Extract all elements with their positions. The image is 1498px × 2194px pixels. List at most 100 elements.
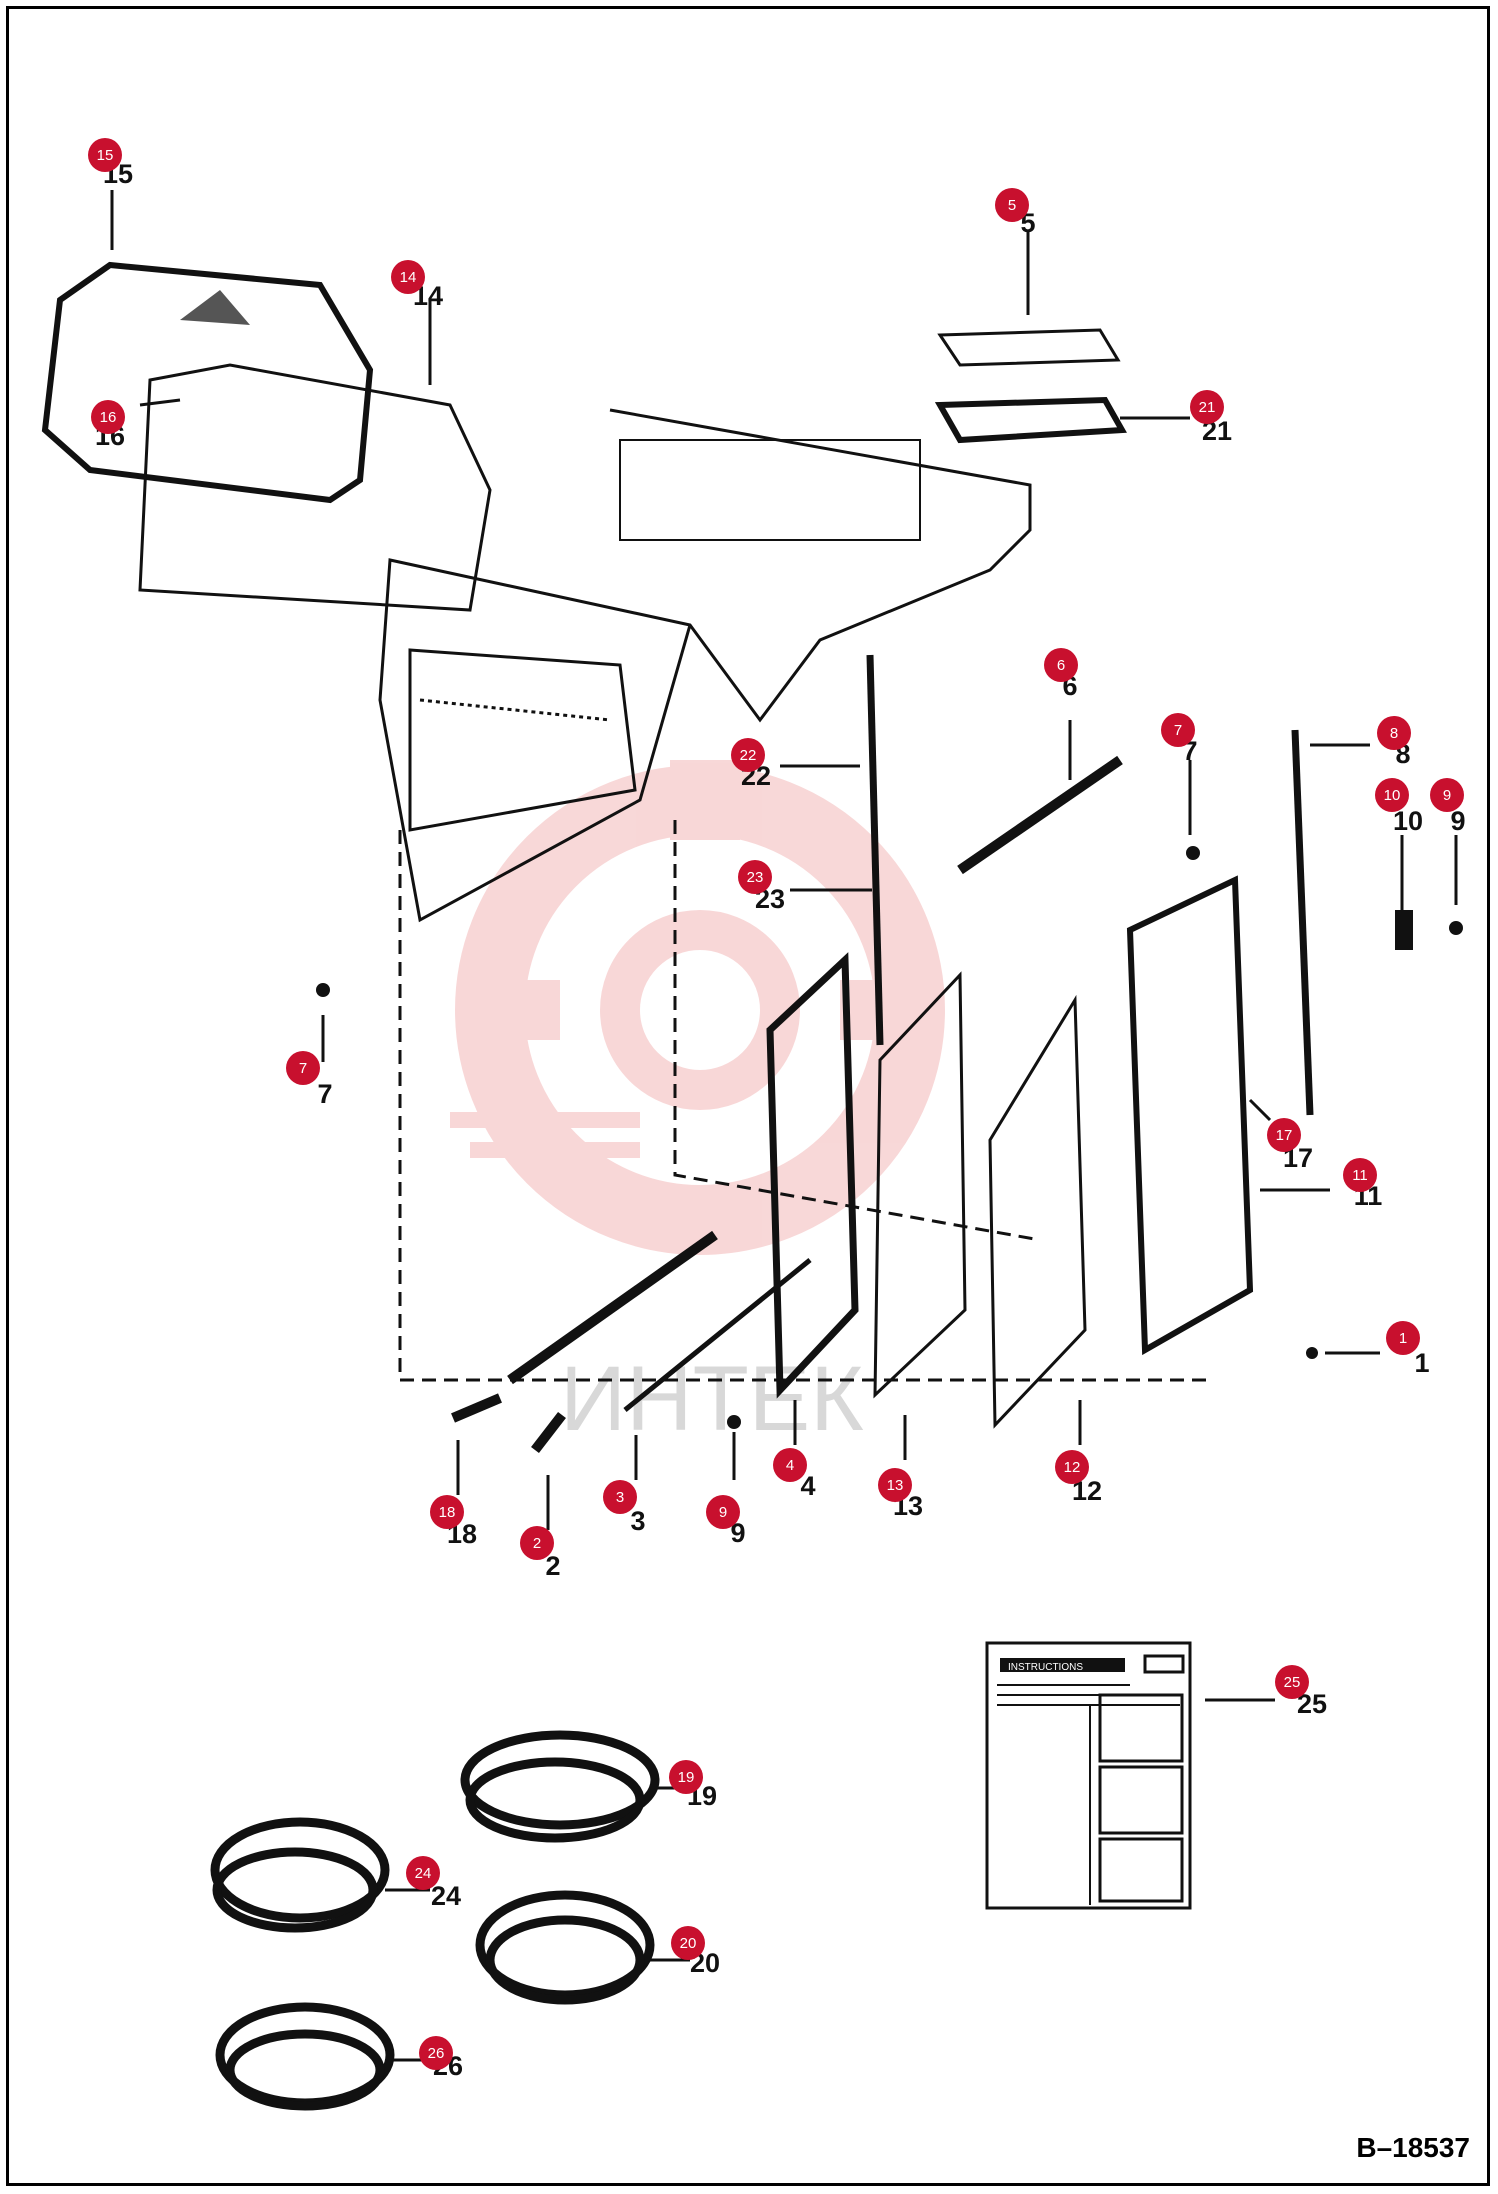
strip-8: [1291, 729, 1314, 1116]
callout-badge-circle[interactable]: [706, 1495, 740, 1529]
callout-badge-label: 9: [1443, 787, 1451, 804]
callout-badge-circle[interactable]: [430, 1495, 464, 1529]
hardware: [316, 846, 1463, 1429]
callout-badge-circle[interactable]: [419, 2036, 453, 2070]
callout-badge[interactable]: 26: [419, 2036, 453, 2070]
part-number-label: 10: [1393, 806, 1423, 836]
callout-badge-label: 25: [1284, 1674, 1301, 1691]
callout-badge-circle[interactable]: [738, 860, 772, 894]
callout-badge-label: 23: [747, 869, 764, 886]
part-number-label: 24: [431, 1881, 461, 1911]
bottom-strip: [507, 1230, 718, 1385]
callout-badge[interactable]: 12: [1055, 1450, 1089, 1484]
seal-leaders: [385, 1786, 690, 2062]
callout-badge[interactable]: 23: [738, 860, 772, 894]
callout-badge[interactable]: 14: [391, 260, 425, 294]
part-number-label: 4: [800, 1471, 815, 1501]
callout-badge[interactable]: 24: [406, 1856, 440, 1890]
seal-coils: [210, 1730, 660, 2111]
callout-badge-circle[interactable]: [995, 188, 1029, 222]
part-number-label: 1: [1414, 1348, 1429, 1378]
callout-badge-circle[interactable]: [1044, 648, 1078, 682]
part-number-label: 9: [730, 1518, 745, 1548]
rear-glass: [138, 363, 492, 612]
callout-badge[interactable]: 11: [1343, 1158, 1377, 1192]
callout-badge[interactable]: 3: [603, 1480, 637, 1514]
callout-badge-circle[interactable]: [1377, 716, 1411, 750]
callout-badge-label: 11: [1352, 1167, 1368, 1184]
callout-badge-circle[interactable]: [88, 138, 122, 172]
strip-18: [451, 1393, 502, 1423]
callout-badge[interactable]: 4: [773, 1448, 807, 1482]
part-number-label: 9: [1450, 806, 1465, 836]
part-number-label: 3: [630, 1506, 645, 1536]
callout-badge-circle[interactable]: [731, 738, 765, 772]
callout-badge-label: 2: [533, 1535, 541, 1552]
callout-badge[interactable]: 7: [1161, 713, 1195, 747]
callout-badge-label: 19: [678, 1769, 695, 1786]
callout-badge-circle[interactable]: [1055, 1450, 1089, 1484]
callout-badge-circle[interactable]: [406, 1856, 440, 1890]
callout-badge-circle[interactable]: [1275, 1665, 1309, 1699]
callout-badge[interactable]: 19: [669, 1760, 703, 1794]
callout-badge-label: 24: [415, 1865, 432, 1882]
callout-badge[interactable]: 5: [995, 188, 1029, 222]
callout-badge-label: 8: [1390, 725, 1398, 742]
callout-badge-circle[interactable]: [286, 1051, 320, 1085]
callout-badge-circle[interactable]: [520, 1526, 554, 1560]
callout-badge[interactable]: 1: [1386, 1321, 1420, 1355]
callout-badge[interactable]: 10: [1375, 778, 1409, 812]
callout-layer: 1515161614145521212222667788101099232377…: [88, 138, 1466, 2081]
callout-badge-circle[interactable]: [603, 1480, 637, 1514]
callout-badge-label: 7: [1174, 722, 1182, 739]
callout-badge[interactable]: 21: [1190, 390, 1224, 424]
callout-badge-label: 6: [1057, 657, 1065, 674]
callout-badge[interactable]: 25: [1275, 1665, 1309, 1699]
rear-window-latch: [180, 290, 250, 325]
callout-badge[interactable]: 17: [1267, 1118, 1301, 1152]
callout-badge-circle[interactable]: [1267, 1118, 1301, 1152]
callout-badge-circle[interactable]: [669, 1760, 703, 1794]
callout-badge[interactable]: 22: [731, 738, 765, 772]
callout-badge-label: 7: [299, 1060, 307, 1077]
strip-2: [531, 1411, 566, 1454]
callout-badge-circle[interactable]: [1430, 778, 1464, 812]
side-glass: [988, 994, 1087, 1429]
callout-badge-circle[interactable]: [773, 1448, 807, 1482]
callout-badge-circle[interactable]: [1375, 778, 1409, 812]
callout-badge-circle[interactable]: [671, 1926, 705, 1960]
callout-badge-circle[interactable]: [1386, 1321, 1420, 1355]
callout-badge-circle[interactable]: [1190, 390, 1224, 424]
callout-badge[interactable]: 8: [1377, 716, 1411, 750]
callout-badge-circle[interactable]: [391, 260, 425, 294]
callout-badge-label: 9: [719, 1504, 727, 1521]
callout-badge-label: 18: [439, 1504, 456, 1521]
callout-badge-label: 12: [1064, 1459, 1081, 1476]
callout-badge[interactable]: 7: [286, 1051, 320, 1085]
callout-badge-circle[interactable]: [878, 1468, 912, 1502]
callout-badge[interactable]: 6: [1044, 648, 1078, 682]
top-window: [937, 328, 1121, 367]
callout-badge[interactable]: 9: [1430, 778, 1464, 812]
callout-badge-label: 1: [1399, 1330, 1407, 1347]
callout-badge-circle[interactable]: [1161, 713, 1195, 747]
callout-badge[interactable]: 15: [88, 138, 122, 172]
hinge-bar: [957, 755, 1123, 875]
callout-badge[interactable]: 16: [91, 400, 125, 434]
callout-badge-label: 14: [400, 269, 417, 286]
callout-badge[interactable]: 9: [706, 1495, 740, 1529]
part-number-label: 7: [317, 1079, 332, 1109]
callout-badge-label: 4: [786, 1457, 794, 1474]
callout-badge[interactable]: 13: [878, 1468, 912, 1502]
side-window-frame: [873, 971, 967, 1399]
callout-badge-label: 13: [887, 1477, 904, 1494]
callout-badge-label: 17: [1276, 1127, 1293, 1144]
callout-badge-circle[interactable]: [1343, 1158, 1377, 1192]
callout-badge-circle[interactable]: [91, 400, 125, 434]
callout-badge[interactable]: 18: [430, 1495, 464, 1529]
callout-badge[interactable]: 2: [520, 1526, 554, 1560]
callout-badge-label: 20: [680, 1935, 697, 1952]
top-window-seal: [934, 396, 1127, 444]
callout-badge[interactable]: 20: [671, 1926, 705, 1960]
